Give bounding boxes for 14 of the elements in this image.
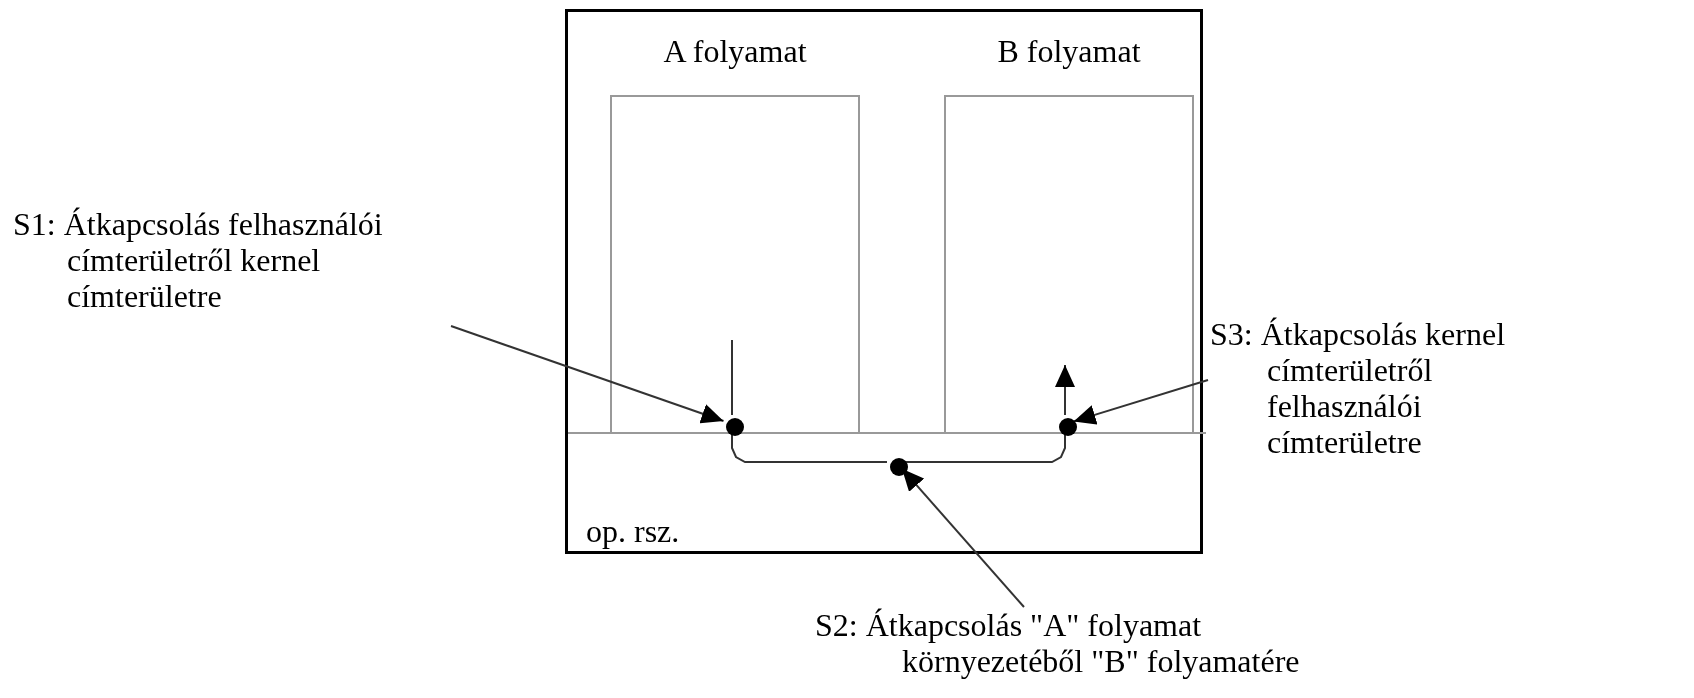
switch-dot xyxy=(890,458,908,476)
annotation-text: S2: Átkapcsolás "A" folyamat környezetéből "B" folyamatére xyxy=(815,607,1335,679)
leader-arrow xyxy=(1072,379,1209,425)
region-label: op. rsz. xyxy=(586,513,680,549)
annotation-text: S3: Átkapcsolás kernel címterületről felhasználói címterületre xyxy=(1210,316,1570,460)
switch-dot xyxy=(1059,418,1077,436)
leader-arrow xyxy=(450,325,725,424)
flow-line xyxy=(731,339,733,416)
switch-dot xyxy=(726,418,744,436)
process-title: B folyamat xyxy=(996,33,1142,69)
outer-frame xyxy=(565,9,1203,554)
flow-arrow xyxy=(1055,364,1075,416)
annotation-text: S1: Átkapcsolás felhasználói címterületről kernel címterületre xyxy=(13,206,453,314)
process-title: A folyamat xyxy=(662,33,808,69)
